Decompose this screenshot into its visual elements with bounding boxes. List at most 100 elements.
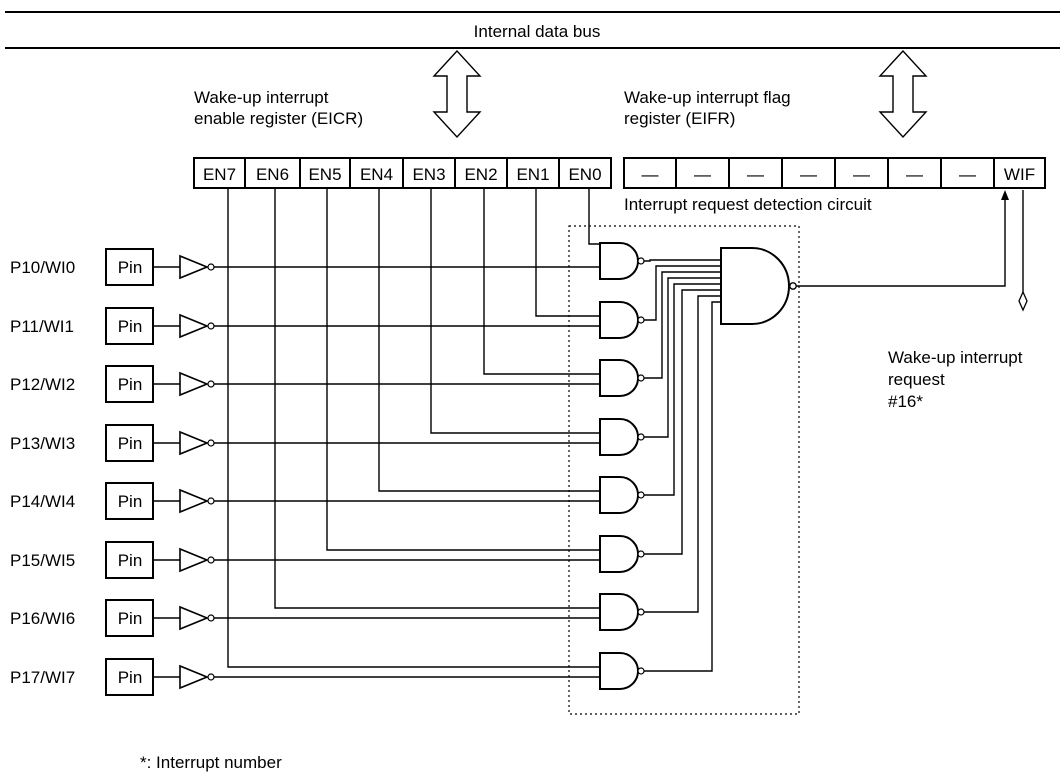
eifr-title-line1: Wake-up interrupt flag — [624, 88, 791, 107]
combining-and-gate — [720, 247, 790, 325]
combine-wires — [644, 259, 721, 672]
nand-gate — [599, 593, 639, 631]
detection-circuit-label: Interrupt request detection circuit — [624, 195, 872, 214]
enable-wire — [326, 188, 600, 551]
eifr-cell — [623, 157, 677, 189]
enable-wire — [274, 188, 600, 609]
input-buffer — [179, 605, 210, 631]
eifr-register: ———————WIF — [623, 157, 1046, 189]
inverter-bubble — [207, 497, 215, 505]
eicr-bit-label: EN1 — [516, 165, 549, 184]
eicr-bit-label: EN2 — [464, 165, 497, 184]
eicr-title-line1: Wake-up interrupt — [194, 88, 329, 107]
eicr-bit-label: EN6 — [256, 165, 289, 184]
nand-gate — [599, 418, 639, 456]
enable-wire — [535, 188, 600, 317]
eifr-cell — [940, 157, 995, 189]
pin-name: P17/WI7 — [10, 668, 75, 687]
eicr-bit-label: EN3 — [412, 165, 445, 184]
eifr-bit-label: WIF — [1004, 165, 1035, 184]
nand-gate — [599, 359, 639, 397]
nand-gate-bubble — [637, 316, 645, 324]
gate-output-wire — [644, 271, 721, 379]
eicr-bus-arrow — [432, 49, 482, 139]
request-label-line3: #16* — [888, 392, 923, 411]
enable-wire — [483, 188, 600, 375]
inverter-bubble — [207, 556, 215, 564]
footnote: *: Interrupt number — [140, 753, 282, 772]
pin-box-label: Pin — [118, 668, 143, 687]
gate-output-wire — [644, 289, 721, 555]
pin-box — [105, 658, 154, 696]
input-buffer — [179, 313, 210, 339]
eicr-bit-label: EN0 — [568, 165, 601, 184]
eicr-bit-label: EN4 — [360, 165, 393, 184]
gate-output-wire — [644, 265, 721, 321]
pin-box-label: Pin — [118, 551, 143, 570]
eifr-cell — [993, 157, 1046, 189]
inverter-bubble — [207, 614, 215, 622]
eifr-bit-label: — — [747, 165, 764, 184]
eifr-bit-label: — — [959, 165, 976, 184]
eifr-cell — [728, 157, 783, 189]
eifr-bit-label: — — [906, 165, 923, 184]
enable-wire — [588, 188, 601, 257]
nand-gate-bubble — [637, 608, 645, 616]
nand-gate-bubble — [637, 374, 645, 382]
enable-wire — [227, 188, 600, 668]
pin-box-label: Pin — [118, 375, 143, 394]
nand-gates — [599, 242, 645, 690]
inverter-bubble — [207, 380, 215, 388]
wif-set-arrowhead — [1001, 190, 1009, 200]
pin-box — [105, 482, 154, 520]
input-buffer — [179, 254, 210, 280]
nand-gate-bubble — [637, 433, 645, 441]
request-label-line2: request — [888, 370, 945, 389]
pin-box — [105, 541, 154, 579]
eicr-cell — [299, 157, 351, 189]
nand-gate — [599, 535, 639, 573]
input-buffer — [179, 488, 210, 514]
inverter-bubble — [207, 439, 215, 447]
bus-label: Internal data bus — [474, 22, 601, 41]
input-buffer — [179, 664, 210, 690]
eifr-bus-arrow — [878, 49, 928, 139]
pin-name: P13/WI3 — [10, 434, 75, 453]
enable-wires — [214, 188, 601, 678]
enable-wire — [430, 188, 600, 434]
gate-output-wire — [644, 301, 721, 672]
enable-wire — [378, 188, 600, 492]
eicr-register: EN7 EN6 EN5 EN4 EN3 EN2 EN1 EN0 — [193, 157, 612, 189]
eifr-cell — [781, 157, 836, 189]
pin-box-label: Pin — [118, 492, 143, 511]
pin-name: P16/WI6 — [10, 609, 75, 628]
inverter-bubble — [207, 263, 215, 271]
wif-request-diamond — [1018, 290, 1028, 312]
eifr-cell — [887, 157, 942, 189]
pin-box — [105, 365, 154, 403]
gate-output-wire — [644, 259, 721, 262]
eicr-cell — [506, 157, 560, 189]
eifr-bit-label: — — [800, 165, 817, 184]
request-label-line1: Wake-up interrupt — [888, 348, 1023, 367]
nand-gate-bubble — [637, 257, 645, 265]
nand-gate — [599, 242, 639, 280]
input-buffer — [179, 430, 210, 456]
inverter-bubble — [207, 322, 215, 330]
nand-gate — [599, 476, 639, 514]
eifr-title-line2: register (EIFR) — [624, 109, 735, 128]
eifr-bit-label: — — [853, 165, 870, 184]
eicr-bit-label: EN7 — [203, 165, 236, 184]
eifr-bit-label: — — [642, 165, 659, 184]
gate-output-wire — [644, 277, 721, 438]
gate-output-wire — [644, 295, 721, 613]
eicr-bit-label: EN5 — [308, 165, 341, 184]
pin-box — [105, 424, 154, 462]
pin-box-label: Pin — [118, 609, 143, 628]
detection-circuit-boundary — [568, 225, 800, 715]
gate-output-wire — [644, 283, 721, 496]
nand-gate-bubble — [637, 491, 645, 499]
eicr-cell — [558, 157, 612, 189]
